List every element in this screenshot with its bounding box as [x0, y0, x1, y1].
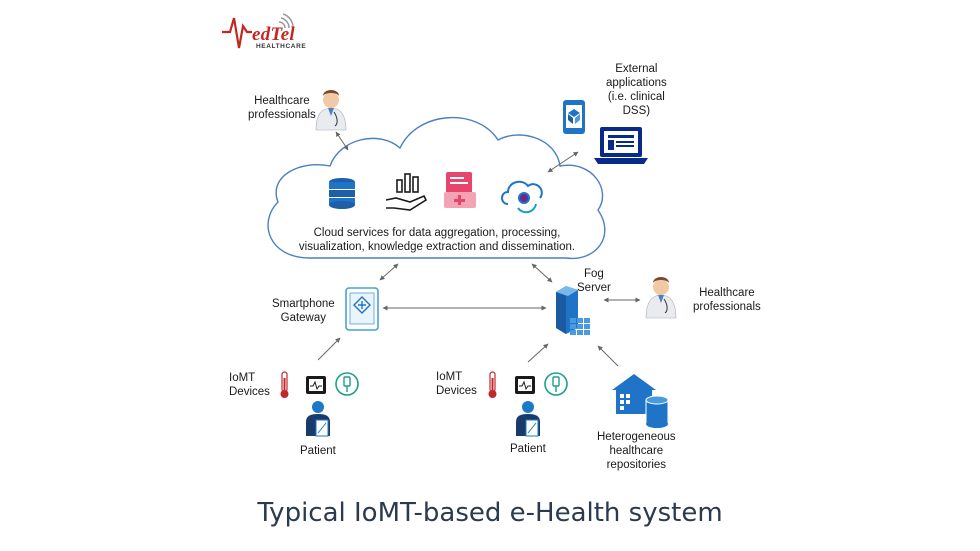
patient-icon-left: [306, 401, 330, 437]
doctor-icon: [315, 90, 347, 131]
label-iomt-devices-left: IoMT Devices: [229, 372, 270, 398]
fog-server-icon: [556, 286, 590, 335]
label-external-applications: External applications (i.e. clinical DSS…: [606, 63, 667, 117]
arrow-cloud-smartphone: [379, 263, 399, 281]
label-healthcare-professionals-right: Healthcare professionals: [693, 287, 761, 313]
iv-drip-icon-left: [335, 372, 359, 396]
smartphone-gateway-icon: [345, 287, 379, 331]
monitor-icon-left: [306, 376, 326, 394]
thermometer-icon-left: [280, 371, 289, 398]
label-fog-server: Fog Server: [577, 268, 611, 294]
thermometer-icon-mid: [488, 371, 497, 398]
analytics-hand-icon: [385, 173, 428, 211]
database-stack-icon: [329, 178, 355, 209]
logo-subtitle: HEALTHCARE: [256, 43, 307, 50]
diagram-caption: Typical IoMT-based e-Health system: [257, 498, 723, 528]
arrow-hc-cloud: [335, 131, 349, 151]
monitor-icon-mid: [515, 376, 535, 394]
logo-name: edTel: [252, 24, 296, 45]
cloud-description: Cloud services for data aggregation, pro…: [298, 227, 576, 253]
cloud-shape: [267, 117, 606, 260]
arrow-external-cloud: [547, 151, 579, 173]
arrow-repo-fog: [597, 345, 619, 367]
patient-icon-mid: [516, 401, 540, 437]
label-patient-mid: Patient: [510, 443, 546, 455]
iv-drip-icon-mid: [544, 372, 568, 396]
laptop-icon: [594, 127, 648, 164]
arrow-iomt-mid-fog: [527, 343, 549, 363]
label-patient-left: Patient: [300, 445, 336, 457]
arrow-cloud-fog: [531, 263, 553, 283]
cloud-sync-icon: [501, 180, 543, 214]
label-smartphone-gateway: Smartphone Gateway: [272, 298, 335, 324]
medical-record-icon: [444, 172, 476, 208]
arrow-iomt-left-smartphone: [317, 337, 341, 361]
mobile-app-icon: [563, 100, 585, 134]
label-iomt-devices-mid: IoMT Devices: [436, 371, 477, 397]
label-healthcare-professionals-top: Healthcare professionals: [248, 95, 316, 121]
doctor-icon-right: [645, 277, 677, 319]
repository-icon: [612, 374, 669, 428]
label-repositories: Heterogeneous healthcare repositories: [597, 431, 676, 471]
